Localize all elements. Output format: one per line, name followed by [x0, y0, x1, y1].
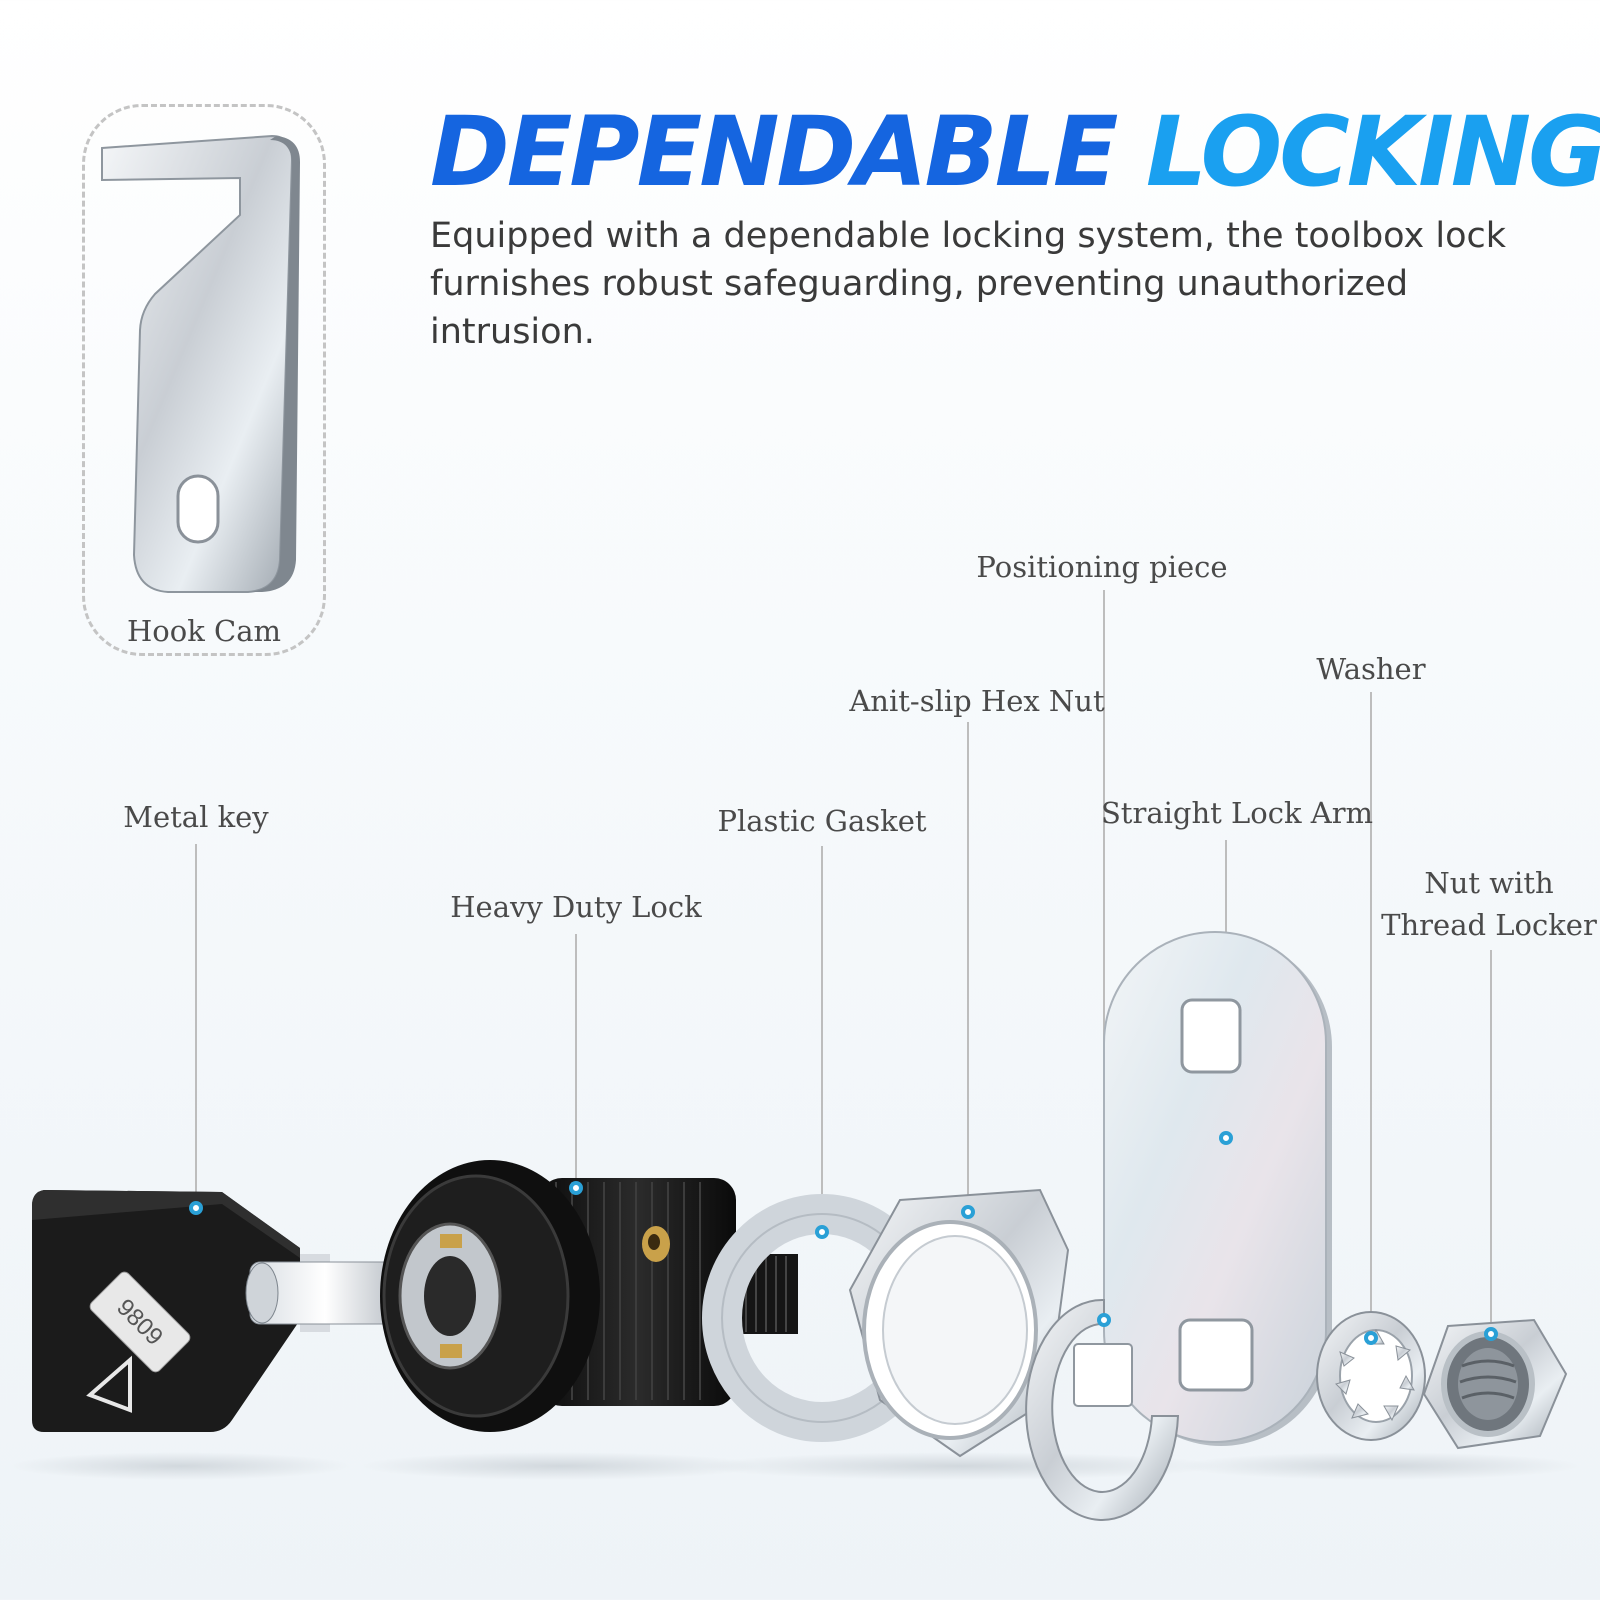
callout-dot-heavy-duty-lock — [569, 1181, 583, 1195]
label-washer: Washer — [1316, 652, 1426, 686]
label-nut-line1: Nut with — [1424, 866, 1554, 900]
label-hook-cam: Hook Cam — [127, 614, 281, 648]
lock-nut-illustration — [1422, 1318, 1568, 1450]
label-metal-key: Metal key — [123, 800, 269, 834]
callout-dot-hex-nut — [961, 1205, 975, 1219]
metal-key-illustration: 9809 — [32, 1190, 401, 1432]
callout-dot-washer — [1364, 1331, 1378, 1345]
label-heavy-duty-lock: Heavy Duty Lock — [450, 890, 702, 924]
hook-cam-illustration — [101, 134, 300, 593]
headline-word-dependable: DEPENDABLE — [430, 96, 1118, 208]
callout-dot-positioning-piece — [1097, 1313, 1111, 1327]
straight-lock-arm-illustration — [1103, 931, 1332, 1446]
heavy-duty-lock-illustration — [380, 1160, 798, 1432]
label-hex-nut: Anit-slip Hex Nut — [849, 684, 1105, 718]
headline-word-locking: LOCKING — [1145, 96, 1600, 208]
callout-dot-plastic-gasket — [815, 1225, 829, 1239]
label-nut-with-thread-locker: Nut with Thread Locker — [1378, 862, 1600, 946]
floor-shadows — [10, 1452, 1580, 1480]
headline: DEPENDABLE LOCKING — [430, 99, 1600, 206]
callout-dots — [189, 1131, 1498, 1345]
label-straight-lock-arm: Straight Lock Arm — [1100, 796, 1374, 830]
callout-dot-lock-nut — [1484, 1327, 1498, 1341]
positioning-piece-illustration — [1025, 1298, 1180, 1521]
label-nut-line2: Thread Locker — [1381, 908, 1597, 942]
hex-nut-illustration — [848, 1188, 1070, 1458]
callout-dot-metal-key — [189, 1201, 203, 1215]
label-positioning-piece: Positioning piece — [976, 550, 1228, 584]
description-text: Equipped with a dependable locking syste… — [430, 216, 1507, 352]
callout-dot-straight-lock-arm — [1219, 1131, 1233, 1145]
hook-cam-frame — [82, 104, 326, 656]
label-plastic-gasket: Plastic Gasket — [717, 804, 927, 838]
